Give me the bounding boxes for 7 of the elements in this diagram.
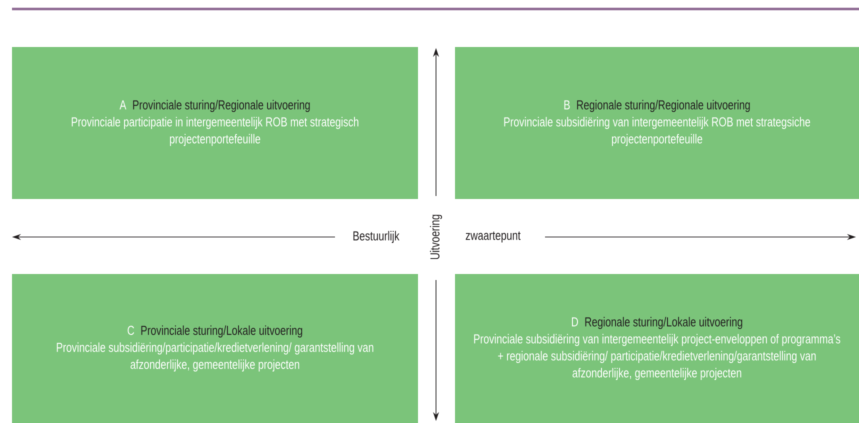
axis-label: Bestuurlijk: [353, 230, 400, 244]
quadrant-box: C Provinciale sturing/Lokale uitvoering Provinciale subsidiëring/participatie/kredietverlening/ garantstelling van afzonderlijke, gemeentelijke projecten: [12, 274, 418, 423]
quadrant-box: A Provinciale sturing/Regionale uitvoering Provinciale participatie in intergemeentelijk ROB met strategisch projectenportefeuille: [12, 47, 418, 199]
axis-label: Uitvoering: [430, 214, 442, 260]
quadrant-box: D Regionale sturing/Lokale uitvoering Provinciale subsidiëring van intergemeentelijk project-enveloppen of programma’s + regionale subsidiëring/ participatie/kredietverlening/garantstelling van afzonderlijke, gemeentelijke projecten: [455, 274, 859, 423]
axis-label: zwaartepunt: [466, 231, 521, 243]
quadrant-box: B Regionale sturing/Regionale uitvoering Provinciale subsidiëring van intergemeentelijk ROB met strategsiche projectenportefeuille: [455, 47, 859, 199]
